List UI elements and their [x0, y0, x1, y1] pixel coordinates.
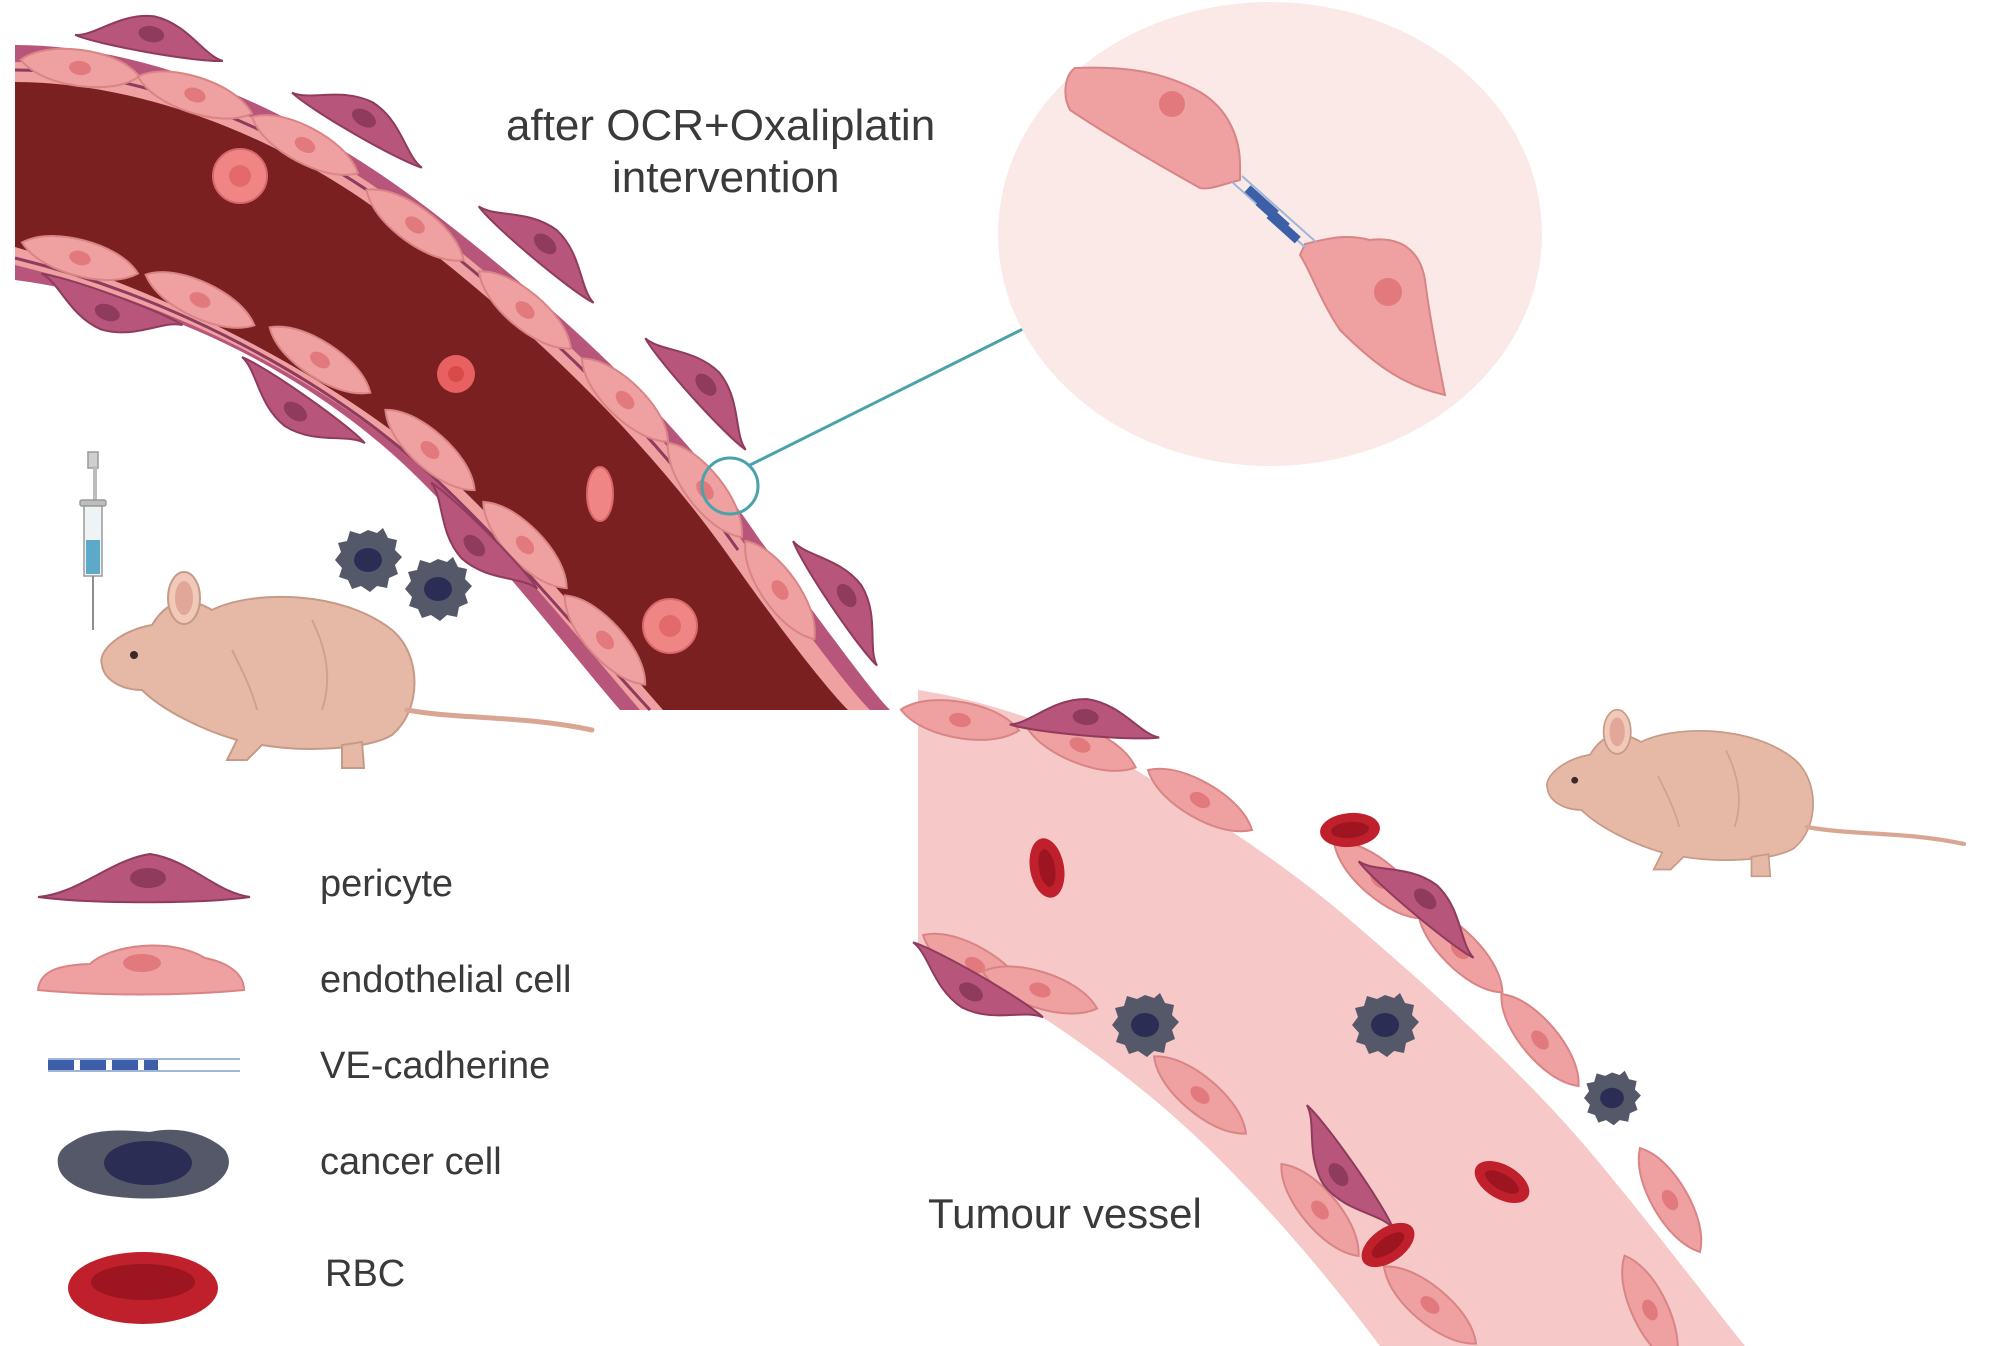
zoom-inset: [998, 2, 1542, 466]
cancer-cell: [405, 557, 472, 621]
legend-label-pericyte: pericyte: [320, 863, 454, 905]
mouse-treated-illustration: [101, 572, 592, 768]
tumour-vessel: [896, 690, 1745, 1346]
rbc: [1318, 810, 1382, 850]
tumour-vessel-label: Tumour vessel: [928, 1190, 1202, 1237]
legend-label-cancer-cell: cancer cell: [320, 1141, 502, 1183]
callout-line: [747, 326, 1026, 468]
ve-cadherin-junction: [1231, 175, 1317, 249]
zoom-marker: [700, 456, 760, 516]
cancer-cell: [1583, 1070, 1641, 1126]
pericyte-icon: [37, 852, 251, 904]
syringe-icon: [79, 451, 107, 630]
legend-label-ve-cadherine: VE-cadherine: [320, 1045, 551, 1087]
legend-label-endothelial-cell: endothelial cell: [320, 959, 572, 1001]
mouse-tumour-illustration: [1547, 710, 1964, 877]
legend-label-rbc: RBC: [325, 1253, 406, 1295]
endothelial-cell-icon: [36, 944, 246, 996]
legend-icons: [36, 852, 251, 1324]
cancer-cell-icon: [57, 1129, 229, 1199]
annotation-line-1: after OCR+Oxaliplatin: [506, 101, 936, 150]
ve-cadherine-icon: [48, 1058, 240, 1072]
annotation-line-2: intervention: [612, 153, 840, 202]
normalized-vessel-blood-cells: [212, 148, 698, 654]
rbc-icon: [68, 1252, 218, 1324]
cancer-cell: [335, 528, 402, 592]
